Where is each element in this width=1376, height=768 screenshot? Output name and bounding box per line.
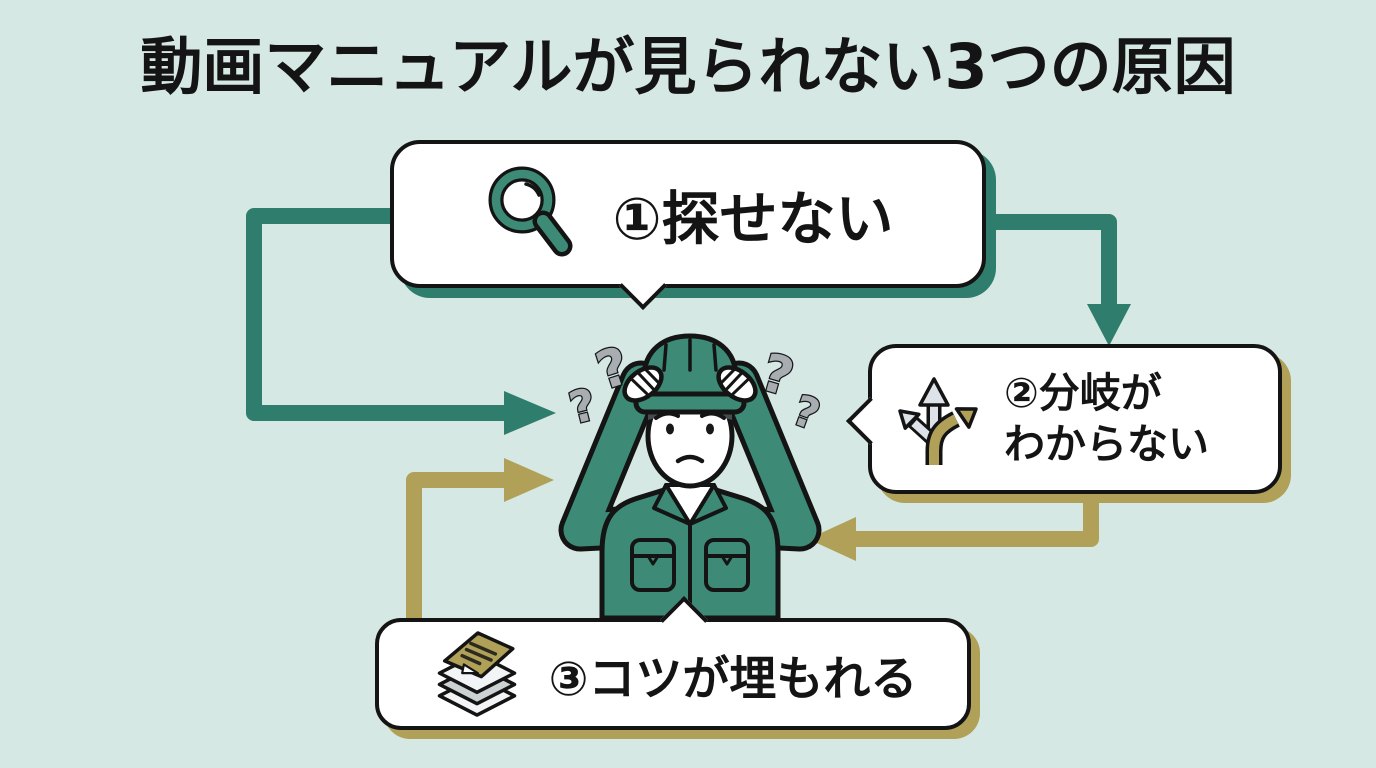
jacket-pocket-right xyxy=(704,538,750,592)
svg-text:?: ? xyxy=(787,385,827,439)
bubble-cause2: ②分岐が わからない xyxy=(845,344,1282,494)
magnifier-icon xyxy=(488,166,573,257)
arrow-cause2-to-worker xyxy=(808,492,1099,561)
confused-worker-illustration: ? ? ? ? xyxy=(558,333,827,618)
worker-head xyxy=(633,333,747,489)
arrow-cause1-to-cause2 xyxy=(985,214,1131,346)
bubble-cause2-line2: わからない xyxy=(1004,420,1209,468)
svg-text:?: ? xyxy=(564,379,601,435)
arrow-cause1-to-worker xyxy=(246,208,556,435)
branching-arrows-icon xyxy=(898,377,978,465)
page-title: 動画マニュアルが見られない3つの原因 xyxy=(140,30,1236,103)
bubble-cause3: ③コツが埋もれる xyxy=(375,595,971,730)
bubble-cause2-label: ②分岐が わからない xyxy=(1004,368,1209,471)
bubble-cause2-line1: ②分岐が xyxy=(1004,368,1162,417)
arrow-cause3-to-worker xyxy=(406,458,554,620)
stacked-papers-icon xyxy=(437,631,516,717)
jacket-pocket-left xyxy=(630,538,676,592)
svg-text:?: ? xyxy=(754,343,800,409)
worker-hands xyxy=(622,365,758,403)
bubble-cause3-label: ③コツが埋もれる xyxy=(548,651,918,707)
worker-jacket xyxy=(599,460,781,618)
bubble-cause1-label: ①探せない xyxy=(612,185,894,253)
bubble-cause1: ①探せない xyxy=(390,140,986,311)
